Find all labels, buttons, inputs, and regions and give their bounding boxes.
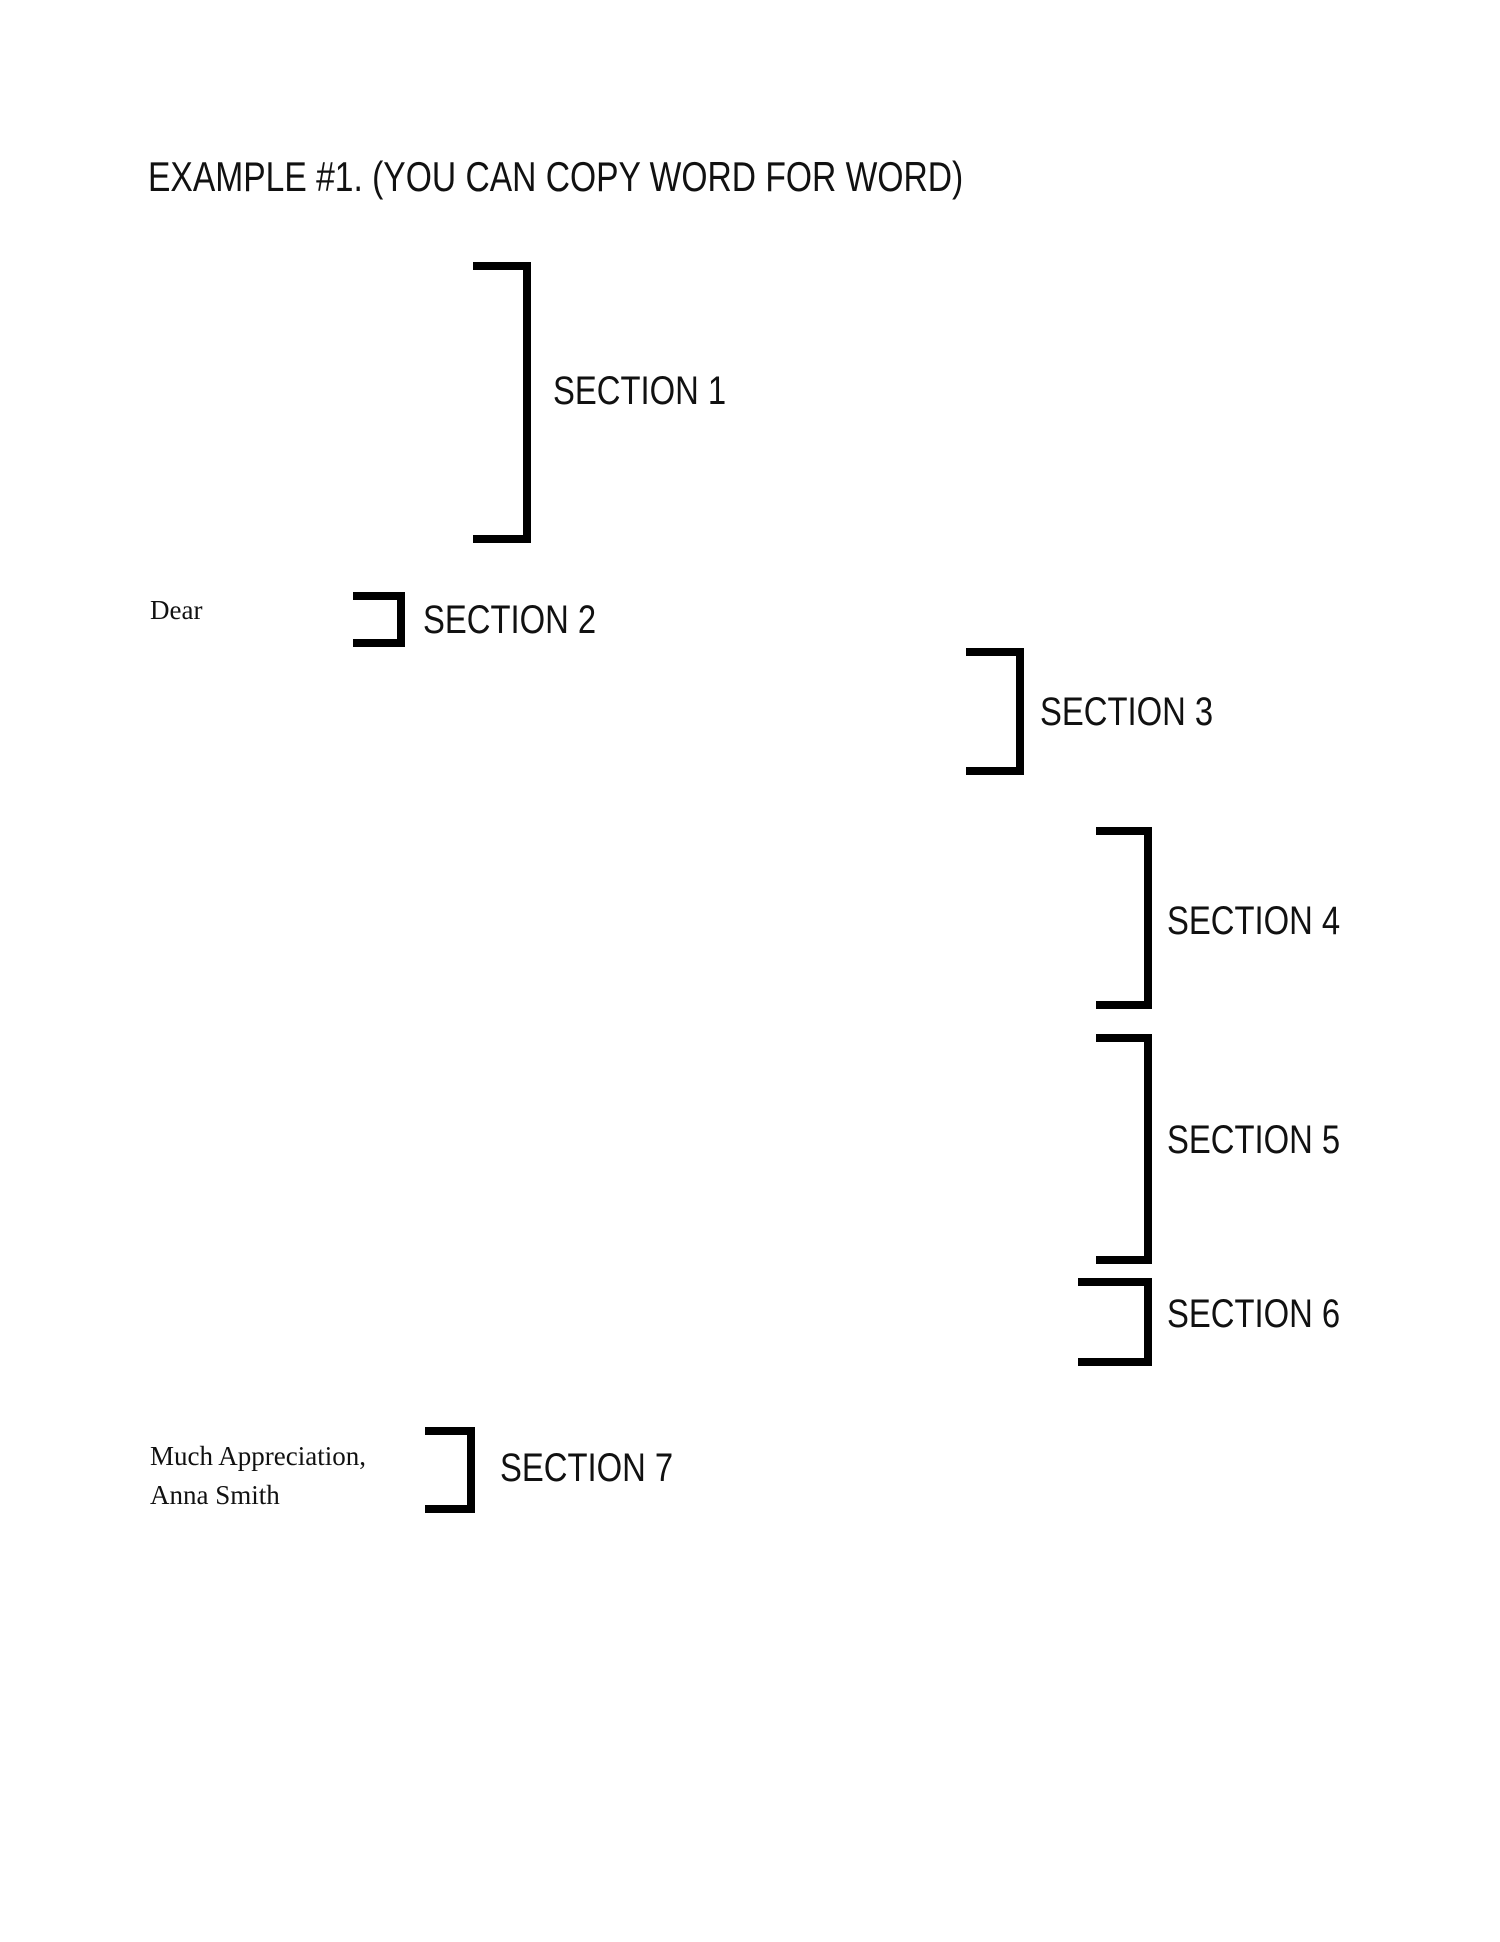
- section-2-label: SECTION 2: [423, 598, 597, 642]
- section-7-bracket: [425, 1427, 475, 1513]
- section-5-bracket: [1096, 1034, 1152, 1264]
- section-4-label: SECTION 4: [1167, 899, 1341, 943]
- section-6-label: SECTION 6: [1167, 1292, 1341, 1336]
- section-5-label: SECTION 5: [1167, 1118, 1341, 1162]
- letter-closing: Much Appreciation,: [150, 1441, 366, 1471]
- section-1-bracket: [473, 262, 531, 543]
- letter-greeting: Dear: [150, 595, 203, 625]
- section-3-bracket: [966, 648, 1024, 775]
- section-2-bracket: [353, 592, 405, 647]
- page-title: EXAMPLE #1. (YOU CAN COPY WORD FOR WORD): [148, 153, 964, 200]
- section-3-label: SECTION 3: [1040, 690, 1214, 734]
- section-4-bracket: [1096, 827, 1152, 1009]
- section-6-bracket: [1078, 1278, 1152, 1366]
- letter-signer-name: Anna Smith: [150, 1480, 280, 1510]
- section-1-label: SECTION 1: [553, 369, 727, 413]
- section-7-label: SECTION 7: [500, 1446, 674, 1490]
